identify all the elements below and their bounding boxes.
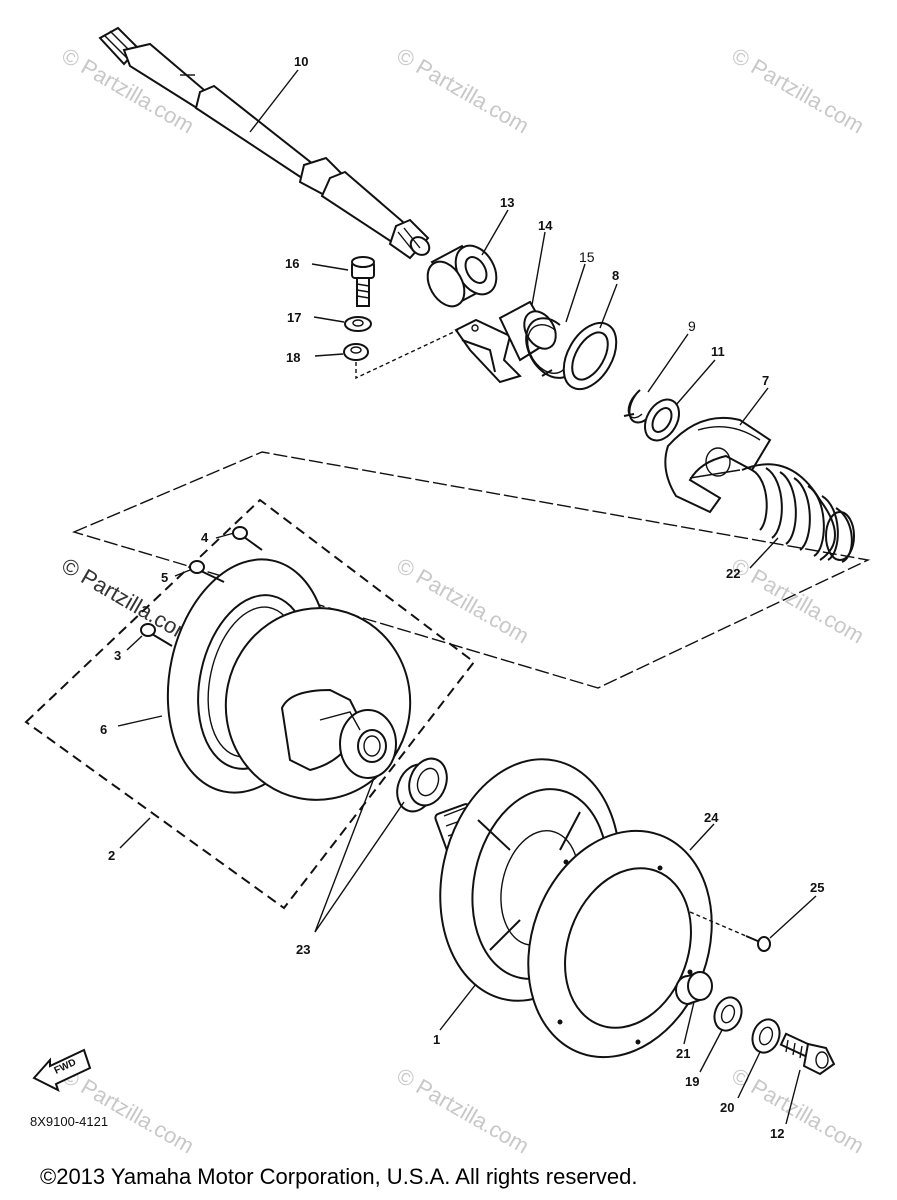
bearing-13 <box>426 244 498 308</box>
leader-21 <box>683 1001 695 1045</box>
reference-code: 8X9100-4121 <box>30 1114 108 1129</box>
label-4: 4 <box>201 530 209 545</box>
label-8: 8 <box>612 268 619 283</box>
spring-22 <box>741 463 855 563</box>
label-2: 2 <box>108 848 115 863</box>
watermark: © Partzilla.com <box>393 43 534 139</box>
watermark-dark: © Partzilla.com <box>58 553 199 649</box>
label-11: 11 <box>711 344 725 359</box>
label-9: 9 <box>688 318 696 334</box>
collar-21 <box>675 971 713 1005</box>
leader-4 <box>215 532 235 539</box>
label-5: 5 <box>161 570 168 585</box>
label-15: 15 <box>579 249 595 265</box>
assembly-outline <box>71 451 871 689</box>
label-23: 23 <box>296 942 310 957</box>
clip-9 <box>623 389 649 424</box>
bearing-23 <box>396 757 448 813</box>
cam-7 <box>664 416 772 514</box>
label-13: 13 <box>500 195 514 210</box>
leader-8 <box>599 283 618 329</box>
label-17: 17 <box>287 310 301 325</box>
leader-3 <box>126 635 143 651</box>
leader-23b <box>314 777 375 933</box>
assembly-line-18 <box>355 329 459 380</box>
watermark: © Partzilla.com <box>393 553 534 649</box>
label-6: 6 <box>100 722 107 737</box>
label-19: 19 <box>685 1074 699 1089</box>
bolt-12 <box>779 1032 836 1076</box>
copyright-notice: ©2013 Yamaha Motor Corporation, U.S.A. A… <box>40 1164 637 1189</box>
leader-9 <box>647 333 689 393</box>
leader-1 <box>439 983 477 1031</box>
leader-23a <box>314 801 405 933</box>
leader-16 <box>311 263 349 271</box>
washer-8 <box>562 321 618 391</box>
watermark: © Partzilla.com <box>728 43 869 139</box>
movable-sheave <box>224 607 412 801</box>
watermarks: © Partzilla.com © Partzilla.com © Partzi… <box>58 43 869 1159</box>
subassembly-box-2 <box>24 498 476 910</box>
leader-2 <box>119 817 151 849</box>
forward-arrow-icon: FWD <box>32 1048 92 1092</box>
washer-11 <box>643 398 681 442</box>
leader-7 <box>739 387 769 426</box>
label-14: 14 <box>538 218 553 233</box>
washer-17 <box>344 316 372 332</box>
leader-13 <box>481 209 509 256</box>
bolt-16 <box>351 256 375 307</box>
label-1: 1 <box>433 1032 440 1047</box>
label-25: 25 <box>810 880 824 895</box>
bracket-14 <box>454 300 557 384</box>
leader-25 <box>769 895 817 939</box>
label-3: 3 <box>114 648 121 663</box>
nut-18 <box>343 343 369 361</box>
label-16: 16 <box>285 256 299 271</box>
leader-17 <box>313 316 345 323</box>
leader-24 <box>689 823 715 851</box>
label-20: 20 <box>720 1100 734 1115</box>
washer-19 <box>713 996 743 1032</box>
leader-15 <box>565 263 586 323</box>
leader-5 <box>174 569 191 577</box>
leader-6 <box>117 715 163 727</box>
bolt-4 <box>232 526 263 551</box>
leader-19 <box>699 1029 723 1073</box>
washer-20 <box>751 1018 781 1054</box>
label-24: 24 <box>704 810 719 825</box>
leader-10 <box>249 69 299 133</box>
label-18: 18 <box>286 350 300 365</box>
label-10: 10 <box>294 54 308 69</box>
shaft-10 <box>98 26 431 260</box>
label-12: 12 <box>770 1126 784 1141</box>
label-22: 22 <box>726 566 740 581</box>
label-21: 21 <box>676 1046 690 1061</box>
leader-14 <box>531 231 546 306</box>
bolt-3 <box>140 623 173 647</box>
leader-20 <box>737 1051 761 1099</box>
leader-11 <box>675 359 716 406</box>
leader-22 <box>749 537 779 569</box>
bolt-5 <box>189 560 225 583</box>
watermark: © Partzilla.com <box>393 1063 534 1159</box>
watermark: © Partzilla.com <box>58 1063 199 1159</box>
leader-18 <box>314 353 344 357</box>
screw-25 <box>689 911 771 952</box>
watermark: © Partzilla.com <box>728 553 869 649</box>
leader-12 <box>785 1069 801 1125</box>
label-7: 7 <box>762 373 769 388</box>
